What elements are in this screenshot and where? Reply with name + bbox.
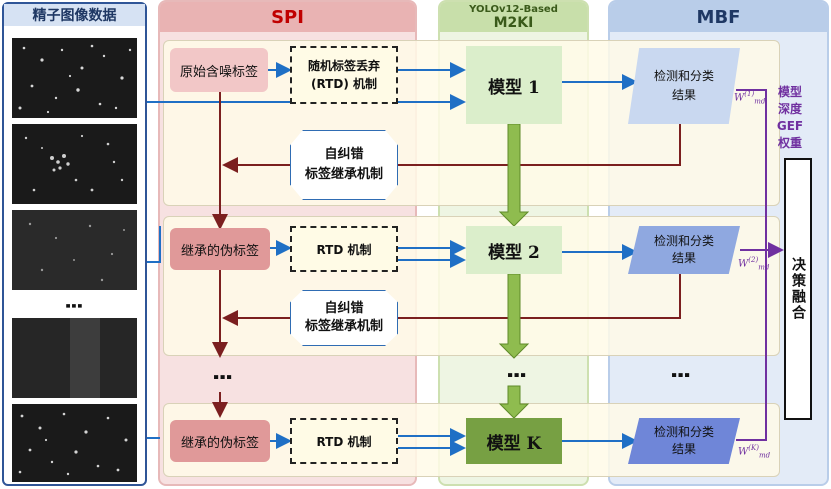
- gef-weight-label-2: 深度: [777, 102, 802, 116]
- sperm-image-1: [12, 38, 137, 118]
- weight-2-base: W: [738, 258, 749, 270]
- gef-weight-label: 模型 深度 GEF 权重: [772, 84, 808, 152]
- m2ki-header-subtitle: YOLOv12-Based: [469, 3, 558, 15]
- model-2: 模型 2: [466, 226, 562, 274]
- weight-k-sub: md: [758, 451, 771, 460]
- inherited-pseudo-labels-2: 继承的伪标签: [170, 228, 270, 270]
- self-correcting-inheritance-1: 自纠错 标签继承机制: [290, 130, 398, 200]
- result-2-label: 检测和分类 结果: [653, 234, 714, 265]
- model-k: 模型 K: [466, 418, 562, 464]
- sperm-image-ellipsis: ⋮: [62, 296, 86, 316]
- model-ellipsis: ⋮: [503, 364, 528, 386]
- sperm-image-2: [12, 124, 137, 204]
- result-k-shape: [628, 418, 740, 464]
- raw-noisy-labels: 原始含噪标签: [170, 48, 268, 92]
- sperm-image-title: 精子图像数据: [4, 4, 145, 26]
- weight-1-sup: (1): [744, 90, 755, 98]
- weight-1-base: W: [734, 92, 745, 104]
- arrow-result-1-to-gef: [736, 89, 767, 441]
- sperm-image-1-dots: [18, 44, 132, 114]
- model-1: 模型 1: [466, 46, 562, 124]
- m2ki-header: YOLOv12-Based M2KI: [440, 2, 587, 32]
- gef-weight-label-1: 模型: [777, 85, 802, 99]
- self-correcting-inheritance-2: 自纠错 标签继承机制: [290, 290, 398, 346]
- decision-fusion: 决策融合: [784, 158, 812, 420]
- spi-ellipsis: ⋮: [209, 366, 234, 388]
- spi-header: SPI: [160, 2, 415, 32]
- result-2-shape: [628, 226, 740, 274]
- result-1-shape: [628, 48, 740, 124]
- rtd-box-1: 随机标签丢弃 (RTD) 机制: [290, 46, 398, 104]
- green-arrow-model-1-to-2: [498, 123, 530, 227]
- arrow-images-to-row-2: [147, 226, 161, 263]
- result-ellipsis: ⋮: [667, 364, 692, 386]
- weight-k: W(K)md: [738, 444, 770, 459]
- sperm-image-4: [12, 318, 137, 398]
- result-1-label: 检测和分类 结果: [653, 69, 714, 102]
- sperm-image-5: [12, 404, 137, 482]
- sperm-image-4-glow: [70, 318, 100, 398]
- sperm-image-3-dots: [28, 222, 125, 282]
- result-2: 检测和分类 结果: [628, 226, 740, 274]
- weight-1-sub: md: [754, 97, 766, 106]
- weight-2: W(2)md: [738, 256, 769, 271]
- weight-k-base: W: [738, 446, 749, 458]
- m2ki-header-title: M2KI: [493, 14, 534, 31]
- sperm-image-3: [12, 210, 137, 290]
- weight-1: W(1)md: [734, 90, 765, 105]
- weight-2-sub: md: [758, 263, 770, 272]
- arrow-result-1-feedback: [398, 124, 681, 166]
- result-k-label: 检测和分类 结果: [653, 425, 714, 456]
- weight-2-sup: (2): [748, 256, 759, 264]
- mbf-header: MBF: [610, 2, 827, 32]
- sperm-image-list: ⋮: [2, 2, 147, 486]
- gef-weight-label-3: GEF: [776, 119, 804, 133]
- rtd-box-k: RTD 机制: [290, 418, 398, 464]
- weight-k-sup: (K): [748, 444, 759, 452]
- green-arrow-dots-to-model-k: [498, 385, 530, 419]
- arrow-result-2-feedback: [398, 274, 681, 319]
- result-1: 检测和分类 结果: [628, 48, 740, 124]
- rtd-box-2: RTD 机制: [290, 226, 398, 272]
- inherited-pseudo-labels-k: 继承的伪标签: [170, 420, 270, 462]
- result-k: 检测和分类 结果: [628, 418, 740, 464]
- sperm-image-2-dots: [24, 134, 124, 192]
- sperm-image-5-dots: [18, 412, 128, 476]
- green-arrow-model-2-to-dots: [498, 273, 530, 359]
- gef-weight-label-4: 权重: [777, 136, 802, 150]
